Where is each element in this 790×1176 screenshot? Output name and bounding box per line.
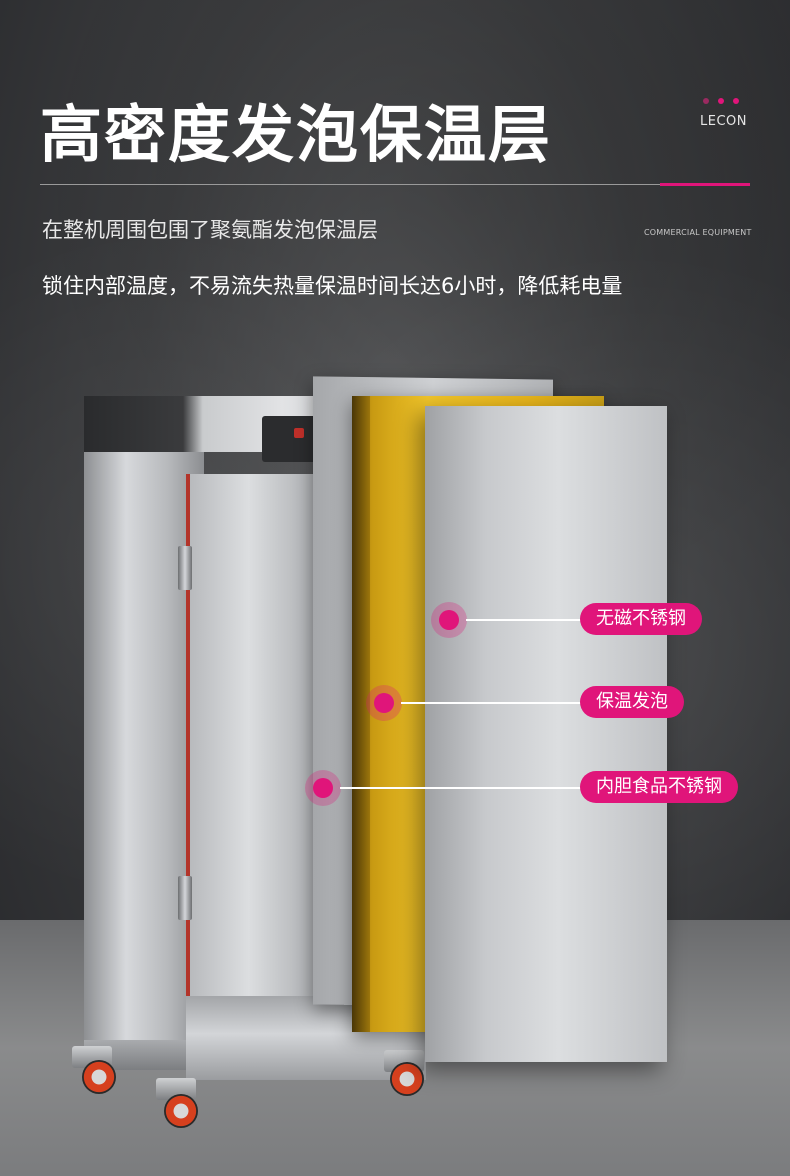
description: 锁住内部温度，不易流失热量保温时间长达6小时，降低耗电量 [42,274,623,298]
divider [40,184,660,185]
page-title: 高密度发泡保温层 [40,98,553,171]
marker-dot-icon [305,770,341,806]
brand-logo: LECON [700,114,747,129]
foam-edge [352,396,370,1032]
callout-line [340,787,582,789]
subtitle: 在整机周围包围了聚氨酯发泡保温层 [42,218,378,242]
control-panel [262,416,318,462]
brand-dots-icon [703,98,739,104]
cabinet-door [186,474,320,996]
callout-label: 保温发泡 [580,686,684,718]
callout-line [466,619,582,621]
callout-label: 内胆食品不锈钢 [580,771,738,803]
brand-tagline: COMMERCIAL EQUIPMENT [644,228,752,237]
wheel-icon [164,1094,198,1128]
callout-line [401,702,582,704]
cabinet-side [84,398,204,1058]
hinge-icon [178,546,192,590]
outer-steel-layer [425,406,667,1062]
marker-dot-icon [366,685,402,721]
power-switch-icon [294,428,304,438]
callout-label: 无磁不锈钢 [580,603,702,635]
wheel-icon [390,1062,424,1096]
marker-dot-icon [431,602,467,638]
hinge-icon [178,876,192,920]
divider-accent [660,183,750,186]
wheel-icon [82,1060,116,1094]
